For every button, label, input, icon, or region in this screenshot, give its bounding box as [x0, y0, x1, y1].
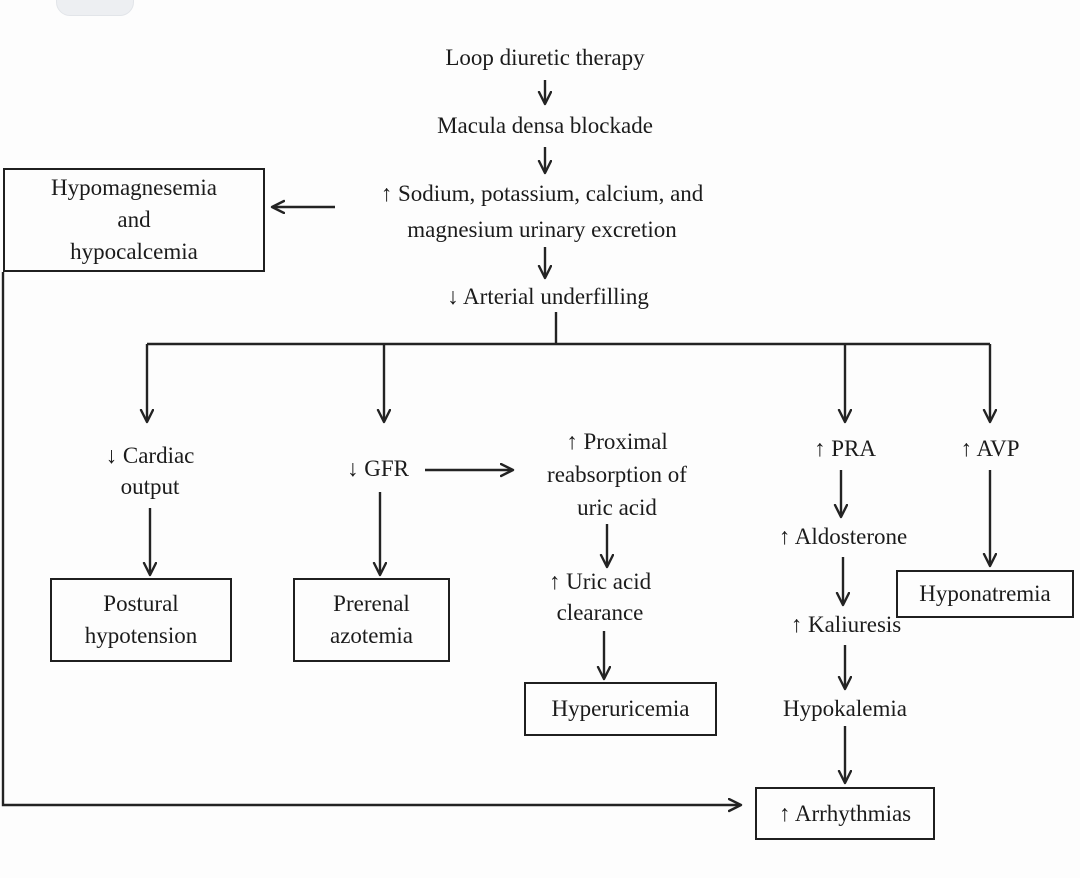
box-prerenal-azotemia: Prerenal azotemia — [293, 578, 450, 662]
node-cardiac-output: ↓ Cardiac output — [105, 443, 195, 499]
node-avp: ↑ AVP — [960, 436, 1020, 461]
node-uric-acid-clearance: ↑ Uric acid clearance — [548, 569, 652, 625]
node-gfr: ↓ GFR — [347, 456, 409, 481]
box-arrhythmias: ↑ Arrhythmias — [755, 787, 935, 840]
box-hypomagnesemia-hypocalcemia: Hypomagnesemia and hypocalcemia — [3, 168, 265, 272]
node-macula-densa-blockade: Macula densa blockade — [437, 113, 653, 138]
node-arterial-underfilling: ↓ Arterial underfilling — [447, 284, 649, 309]
node-pra: ↑ PRA — [814, 436, 876, 461]
node-hypokalemia: Hypokalemia — [783, 696, 907, 721]
node-aldosterone: ↑ Aldosterone — [778, 524, 908, 549]
node-urinary-excretion: ↑ Sodium, potassium, calcium, and magnes… — [380, 181, 704, 242]
node-proximal-reabsorption: ↑ Proximal reabsorption of uric acid — [547, 429, 687, 520]
box-hyponatremia: Hyponatremia — [896, 570, 1074, 618]
scroll-remnant-pill — [56, 0, 134, 16]
node-loop-diuretic-therapy: Loop diuretic therapy — [445, 45, 645, 70]
box-postural-hypotension: Postural hypotension — [50, 578, 232, 662]
node-kaliuresis: ↑ Kaliuresis — [790, 612, 902, 637]
box-hyperuricemia: Hyperuricemia — [524, 682, 717, 736]
